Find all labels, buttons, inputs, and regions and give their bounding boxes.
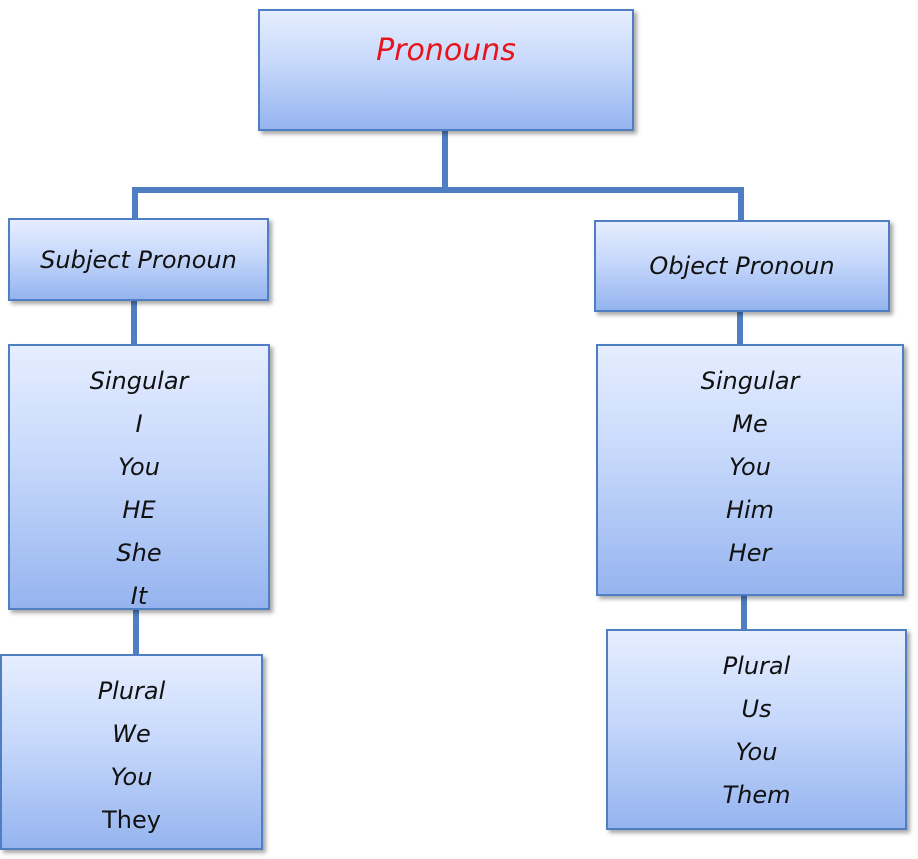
subject-pronoun-node: Subject Pronoun [8, 218, 269, 301]
object-singular-node: Singular Me You Him Her ·· [596, 344, 904, 596]
subject-plural-item: We [112, 720, 151, 748]
subject-singular-node: Singular I You HE She It [8, 344, 270, 610]
object-singular-item: Him [725, 496, 775, 524]
connector-left-down [132, 187, 138, 221]
connector-right-down [738, 187, 744, 221]
object-singular-header: Singular [700, 367, 800, 395]
root-title: Pronouns [376, 33, 516, 68]
subject-pronoun-label: Subject Pronoun [40, 245, 237, 274]
object-singular-item: Me [732, 410, 768, 438]
object-pronoun-node: Object Pronoun [594, 220, 890, 312]
subject-plural-item: You [110, 763, 153, 791]
object-plural-item: You [735, 738, 778, 766]
subject-singular-item: You [118, 453, 160, 481]
object-plural-node: Plural Us You Them [606, 629, 907, 830]
object-singular-item: You [729, 453, 771, 481]
connector-horizontal [132, 187, 744, 193]
object-plural-item: Them [722, 781, 791, 809]
subject-singular-item: HE [122, 496, 156, 524]
object-plural-header: Plural [722, 652, 791, 680]
connector-left-singular-plural [133, 610, 139, 656]
subject-singular-item: It [130, 582, 148, 610]
connector-right-heading-singular [737, 311, 743, 346]
connector-root-down [442, 130, 448, 192]
subject-plural-item: They [102, 806, 161, 834]
object-singular-clipped-line: ·· [598, 575, 902, 618]
subject-singular-header: Singular [89, 367, 189, 395]
object-plural-item: Us [741, 695, 772, 723]
root-node: Pronouns [258, 9, 634, 131]
subject-singular-item: She [116, 539, 162, 567]
subject-singular-item: I [135, 410, 143, 438]
subject-plural-header: Plural [97, 677, 166, 705]
connector-left-heading-singular [131, 300, 137, 346]
object-singular-item: Her [728, 539, 772, 567]
subject-plural-node: Plural We You They [0, 654, 263, 850]
connector-right-singular-plural [741, 595, 747, 631]
object-pronoun-label: Object Pronoun [649, 252, 835, 280]
